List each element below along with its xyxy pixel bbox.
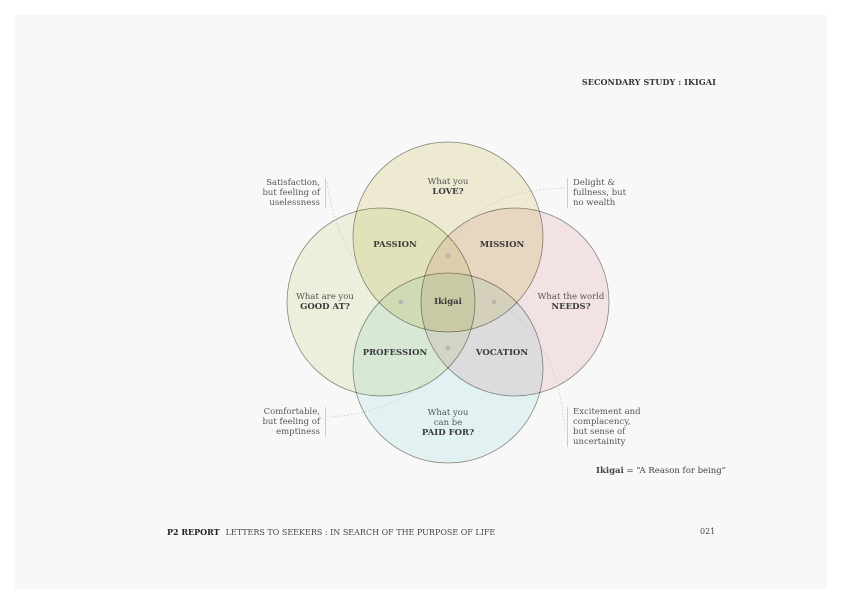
mission-label: MISSION — [479, 240, 525, 250]
passion-label: PASSION — [373, 240, 417, 250]
footer-report: P2 REPORT — [167, 527, 220, 537]
connector-bottom-right — [493, 301, 566, 429]
footer: P2 REPORT LETTERS TO SEEKERS : IN SEARCH … — [167, 527, 495, 537]
page-number: 021 — [700, 527, 716, 536]
footer-title: LETTERS TO SEEKERS : IN SEARCH OF THE PU… — [225, 528, 496, 537]
dot-marker — [491, 299, 497, 305]
dot-marker — [445, 253, 451, 259]
dot-marker — [445, 345, 451, 351]
profession-label: PROFESSION — [362, 348, 428, 358]
dot-marker — [398, 299, 404, 305]
ikigai-definition: Ikigai = “A Reason for being” — [596, 466, 727, 476]
connector-top-left — [326, 181, 402, 303]
section-title: SECONDARY STUDY : IKIGAI — [581, 77, 716, 87]
connector-top-right — [447, 187, 566, 257]
circle-paid-for — [352, 272, 544, 464]
connector-bottom-left — [329, 347, 449, 418]
vocation-label: VOCATION — [475, 348, 529, 358]
ikigai-center-label: Ikigai — [434, 297, 462, 307]
